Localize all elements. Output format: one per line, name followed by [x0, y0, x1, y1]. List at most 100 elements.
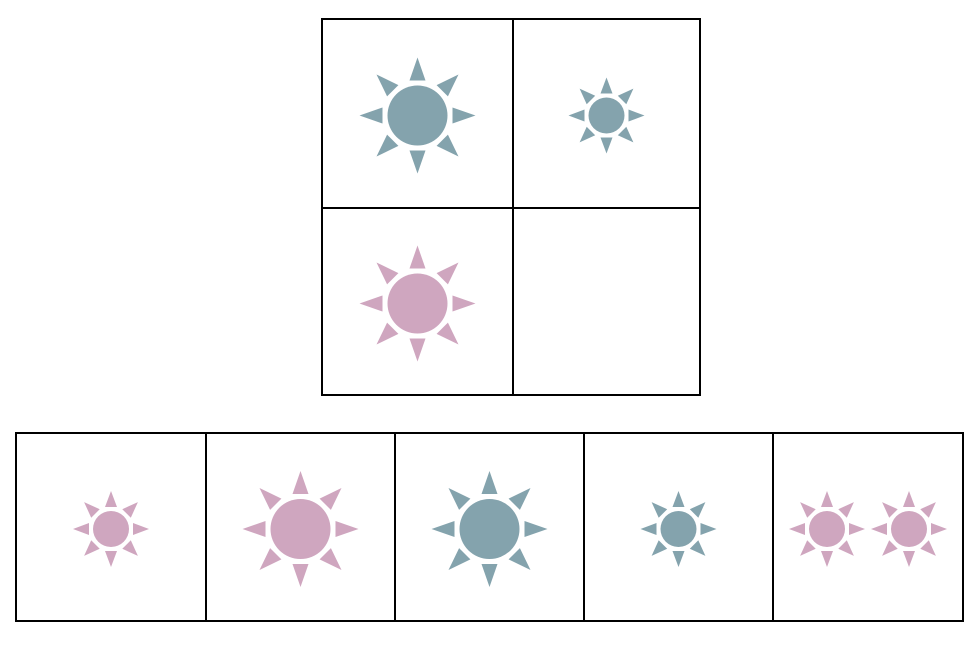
sun-ray: [600, 137, 613, 154]
sun-ray: [376, 322, 399, 345]
sun-ray: [292, 564, 309, 587]
sun-ray: [508, 548, 531, 570]
answer-options: [15, 432, 964, 622]
sun-disc: [588, 97, 625, 134]
sun-ray: [651, 502, 668, 518]
sun-ray: [849, 523, 865, 535]
sun-ray: [335, 521, 359, 537]
sun-ray: [651, 540, 668, 556]
option-2[interactable]: [207, 434, 394, 620]
matrix-cell-bottom-right-blank: [514, 209, 699, 394]
sun-ray: [882, 502, 898, 518]
pink-sun-icon: [242, 471, 359, 587]
sun-ray: [903, 551, 915, 567]
sun-ray: [448, 488, 471, 510]
matrix-cell-top-right: [514, 20, 699, 207]
sun-ray: [600, 77, 613, 94]
matrix-cell-top-left: [323, 20, 512, 207]
sun-ray: [838, 502, 854, 518]
sun-ray: [259, 548, 282, 570]
matrix-cell-bottom-left: [323, 209, 512, 394]
sun-ray: [672, 491, 685, 507]
option-divider: [772, 434, 774, 620]
sun-disc: [93, 511, 129, 547]
option-divider: [394, 434, 396, 620]
sun-ray: [672, 551, 685, 567]
sun-ray: [931, 523, 947, 535]
sun-ray: [105, 491, 117, 507]
sun-ray: [920, 502, 936, 518]
sun-ray: [882, 540, 898, 556]
sun-ray: [436, 74, 459, 97]
sun-ray: [838, 540, 854, 556]
sun-ray: [376, 74, 399, 97]
sun-ray: [800, 502, 816, 518]
sun-ray: [524, 521, 548, 537]
sun-ray: [292, 471, 309, 494]
pink-sun-icon: [789, 491, 865, 567]
option-5[interactable]: [774, 434, 962, 620]
sun-ray: [920, 540, 936, 556]
sun-disc: [387, 85, 448, 146]
sun-ray: [409, 150, 426, 174]
sun-ray: [436, 322, 459, 345]
sun-ray: [617, 88, 634, 105]
sun-ray: [452, 295, 476, 312]
teal-sun-icon: [359, 57, 476, 174]
question-matrix: [321, 18, 701, 396]
sun-disc: [891, 511, 927, 547]
sun-ray: [436, 262, 459, 285]
sun-ray: [122, 540, 138, 556]
sun-ray: [640, 523, 657, 535]
pink-sun-icon: [359, 245, 476, 362]
sun-ray: [481, 471, 498, 494]
teal-sun-icon: [431, 471, 548, 587]
sun-disc: [660, 511, 697, 547]
sun-ray: [359, 295, 383, 312]
sun-disc: [809, 511, 845, 547]
sun-ray: [700, 523, 717, 535]
sun-ray: [133, 523, 149, 535]
matrix-divider-horizontal: [323, 207, 699, 209]
option-4[interactable]: [585, 434, 772, 620]
pink-sun-icon: [73, 491, 149, 567]
sun-ray: [628, 109, 645, 122]
sun-ray: [259, 488, 282, 510]
sun-ray: [105, 551, 117, 567]
sun-ray: [789, 523, 805, 535]
sun-ray: [579, 88, 596, 105]
sun-ray: [409, 57, 426, 81]
sun-ray: [452, 107, 476, 124]
teal-sun-icon: [640, 491, 717, 567]
sun-ray: [689, 502, 706, 518]
sun-ray: [871, 523, 887, 535]
sun-ray: [319, 488, 342, 510]
sun-ray: [617, 126, 634, 143]
sun-ray: [84, 502, 100, 518]
sun-ray: [579, 126, 596, 143]
sun-ray: [800, 540, 816, 556]
sun-ray: [242, 521, 266, 537]
option-divider: [205, 434, 207, 620]
option-1[interactable]: [17, 434, 205, 620]
sun-ray: [481, 564, 498, 587]
sun-ray: [821, 491, 833, 507]
sun-ray: [431, 521, 455, 537]
sun-ray: [122, 502, 138, 518]
sun-ray: [84, 540, 100, 556]
sun-ray: [689, 540, 706, 556]
sun-disc: [387, 273, 448, 334]
sun-ray: [436, 134, 459, 157]
option-divider: [583, 434, 585, 620]
sun-ray: [409, 245, 426, 269]
option-3[interactable]: [396, 434, 583, 620]
sun-ray: [508, 488, 531, 510]
sun-disc: [459, 499, 520, 559]
sun-ray: [319, 548, 342, 570]
sun-ray: [568, 109, 585, 122]
sun-disc: [270, 499, 331, 559]
sun-ray: [376, 134, 399, 157]
sun-ray: [821, 551, 833, 567]
sun-ray: [359, 107, 383, 124]
sun-ray: [376, 262, 399, 285]
